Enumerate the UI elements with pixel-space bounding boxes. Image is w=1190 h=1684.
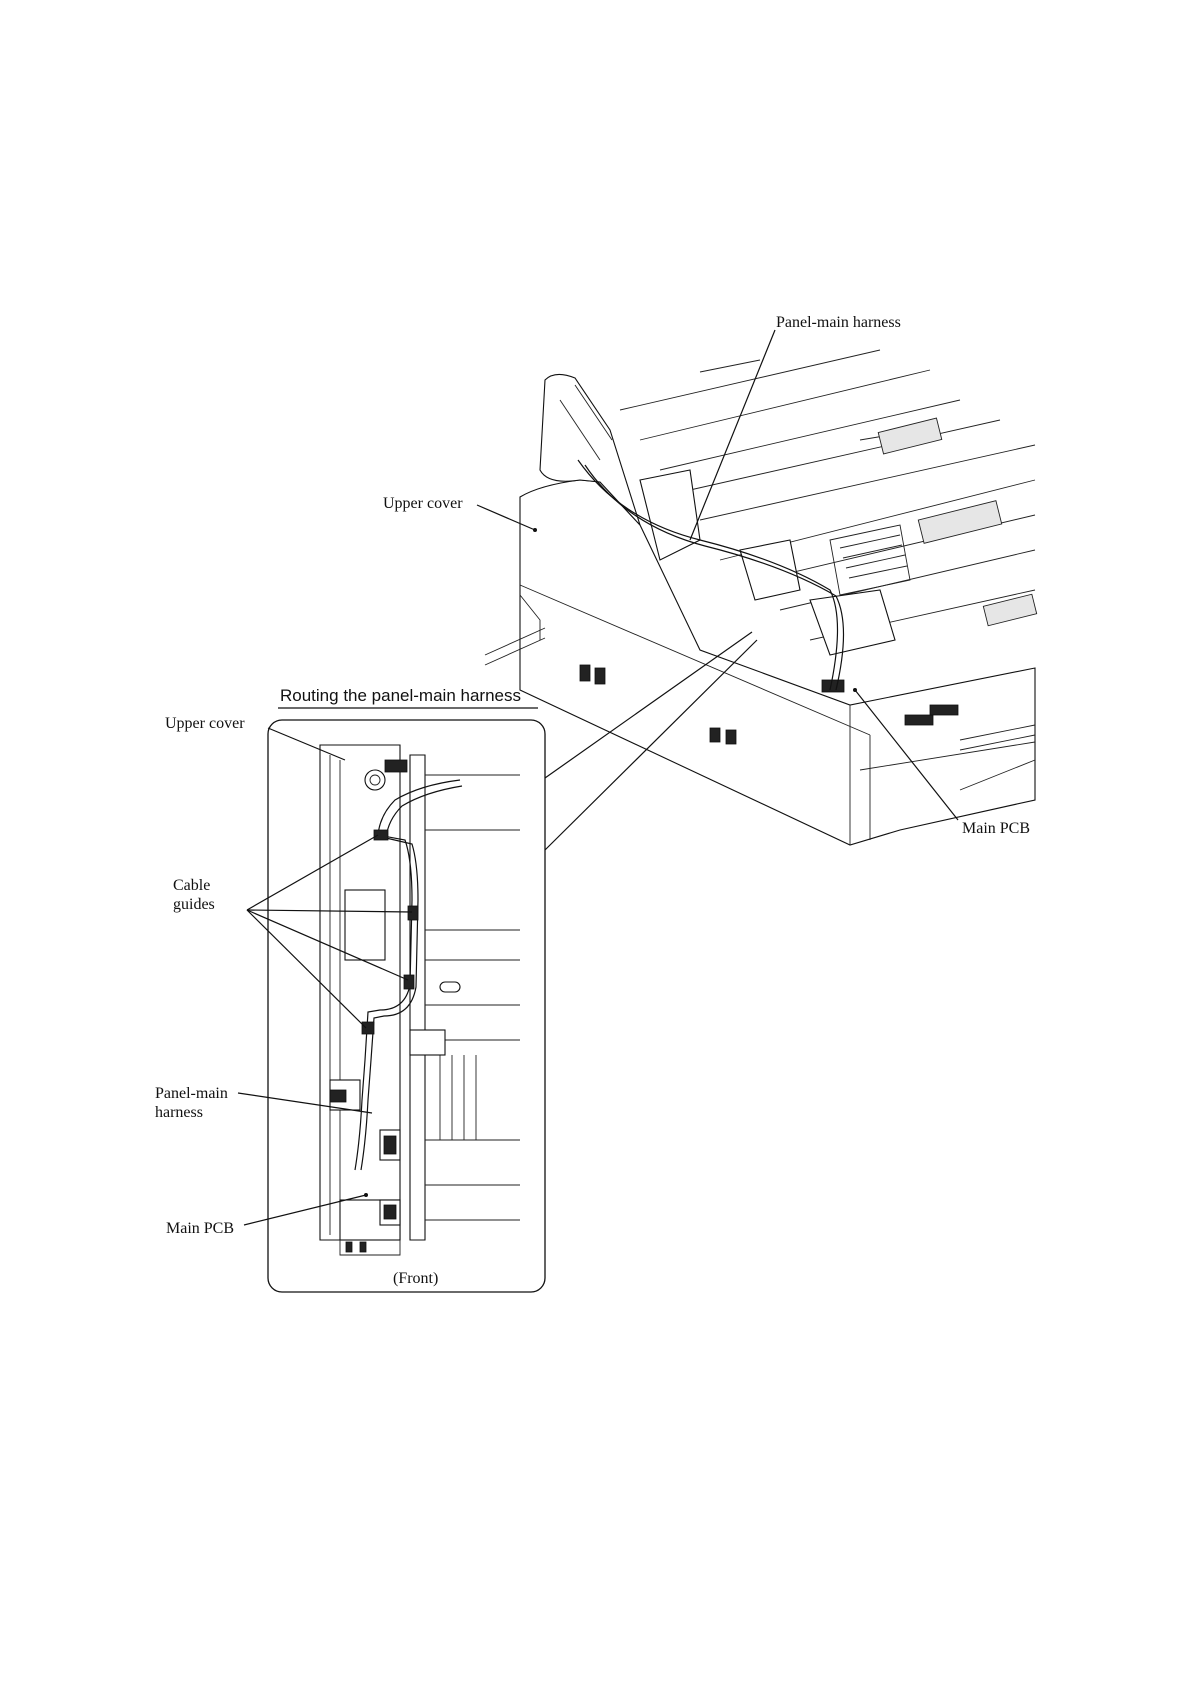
- label-front: (Front): [393, 1270, 438, 1287]
- leader-panel-main-top: [690, 330, 775, 540]
- cable-guide-1: [374, 830, 388, 840]
- routing-inset: Routing the panel-main harness: [238, 686, 545, 1292]
- label-panel-main-line1: Panel-main: [155, 1085, 228, 1102]
- label-panel-main-line2: harness: [155, 1104, 203, 1121]
- label-cable-guides-line1: Cable: [173, 877, 210, 894]
- label-main-pcb-right: Main PCB: [962, 820, 1030, 837]
- inset-title: Routing the panel-main harness: [280, 686, 521, 705]
- cable-guide-2: [408, 906, 418, 920]
- machine-illustration: [485, 350, 1037, 845]
- label-upper-cover-inset: Upper cover: [165, 715, 245, 732]
- label-upper-cover-top: Upper cover: [383, 495, 463, 512]
- inset-frame: [268, 720, 545, 1292]
- cable-guide-4: [362, 1022, 374, 1034]
- cable-guide-3: [404, 975, 414, 989]
- label-cable-guides-line2: guides: [173, 896, 215, 913]
- label-main-pcb-inset: Main PCB: [166, 1220, 234, 1237]
- label-panel-main-harness-top: Panel-main harness: [776, 314, 901, 331]
